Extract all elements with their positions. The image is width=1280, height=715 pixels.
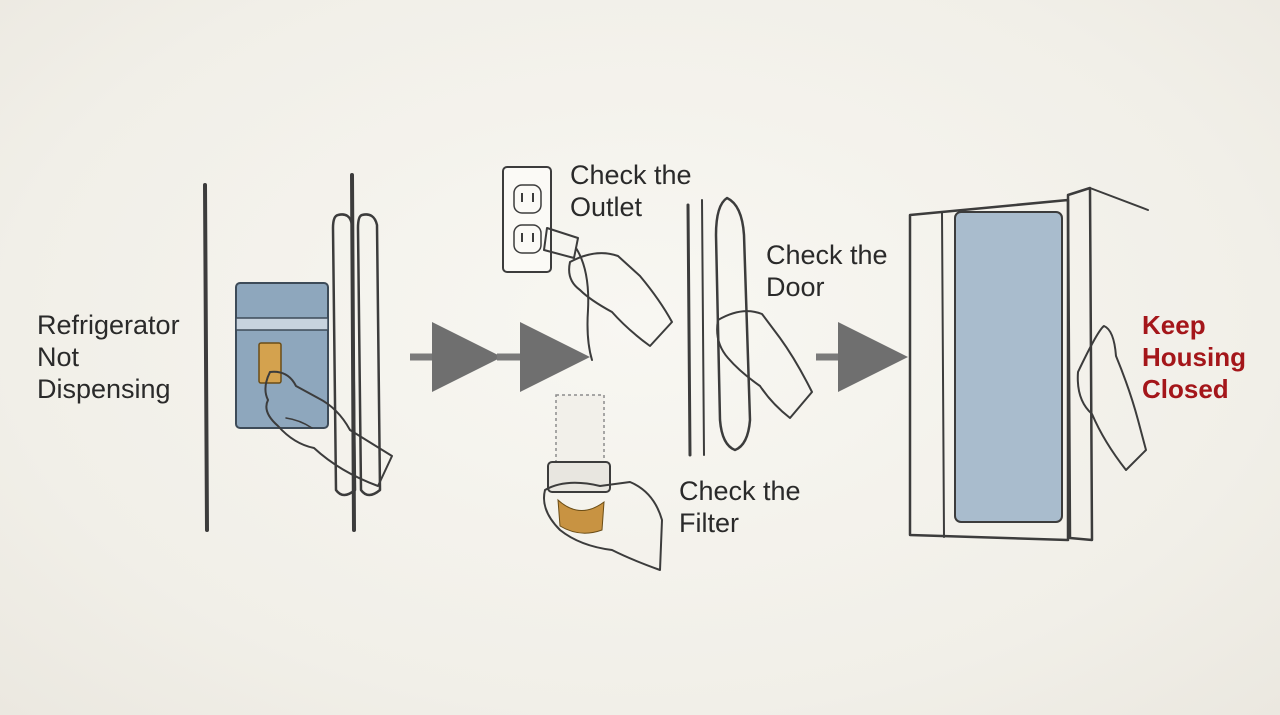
wall-outlet-icon [502, 166, 552, 273]
step-final-line-1: Keep [1142, 310, 1206, 340]
step-filter-label: Check the Filter [679, 475, 801, 539]
refrigerator-dispenser-icon [203, 173, 393, 532]
step-door-label: Check the Door [766, 239, 888, 303]
step-final-label: Keep Housing Closed [1142, 309, 1246, 405]
hand-icon [543, 481, 663, 571]
step-start-line-2: Not [37, 342, 80, 372]
open-refrigerator-icon [908, 186, 1149, 542]
hand-icon [264, 370, 393, 487]
step-final-line-2: Housing [1142, 342, 1246, 372]
door-handle-icon [686, 196, 813, 457]
step-final-line-3: Closed [1142, 374, 1229, 404]
hand-icon [1076, 325, 1147, 471]
step-filter-line-2: Filter [679, 508, 739, 538]
step-door-line-2: Door [766, 272, 825, 302]
hand-icon [568, 252, 673, 347]
power-plug-icon [543, 227, 593, 361]
step-outlet-label: Check the Outlet [570, 159, 692, 223]
step-start-line-3: Dispensing [37, 374, 171, 404]
hand-icon [716, 310, 813, 419]
water-filter-icon [543, 394, 663, 571]
step-start-line-1: Refrigerator [37, 310, 180, 340]
step-door-line-1: Check the [766, 240, 888, 270]
step-outlet-line-1: Check the [570, 160, 692, 190]
step-filter-line-1: Check the [679, 476, 801, 506]
step-outlet-line-2: Outlet [570, 192, 643, 222]
step-start-label: Refrigerator Not Dispensing [37, 309, 180, 405]
